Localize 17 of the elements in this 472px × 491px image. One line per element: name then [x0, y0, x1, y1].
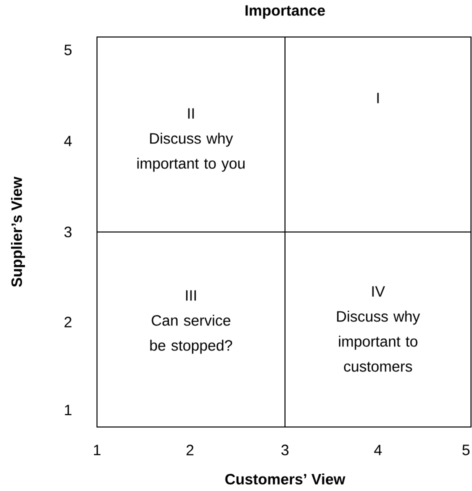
tick-label: 1: [94, 444, 100, 456]
tick-label: 5: [64, 44, 72, 56]
tick-label: 4: [374, 444, 382, 456]
axis-title: Supplier’s View: [11, 176, 25, 287]
tick-label: 3: [281, 444, 288, 456]
tick-label: 4: [64, 136, 72, 146]
tick-label: 2: [64, 316, 72, 328]
tick-label: 2: [186, 444, 194, 456]
quadrant-box: III Can service be stopped?: [96, 232, 286, 428]
quadrant-box: II Discuss why important to you: [96, 36, 286, 232]
tick-label: 3: [64, 226, 72, 238]
tick-label: 1: [64, 404, 72, 416]
quadrant-box: I: [284, 36, 472, 232]
tick-label: 5: [462, 444, 470, 456]
chart-title: Importance: [246, 5, 325, 19]
quadrant-box: IV Discuss why important to customers: [284, 232, 472, 428]
axis-title: Customers’ View: [225, 473, 346, 484]
